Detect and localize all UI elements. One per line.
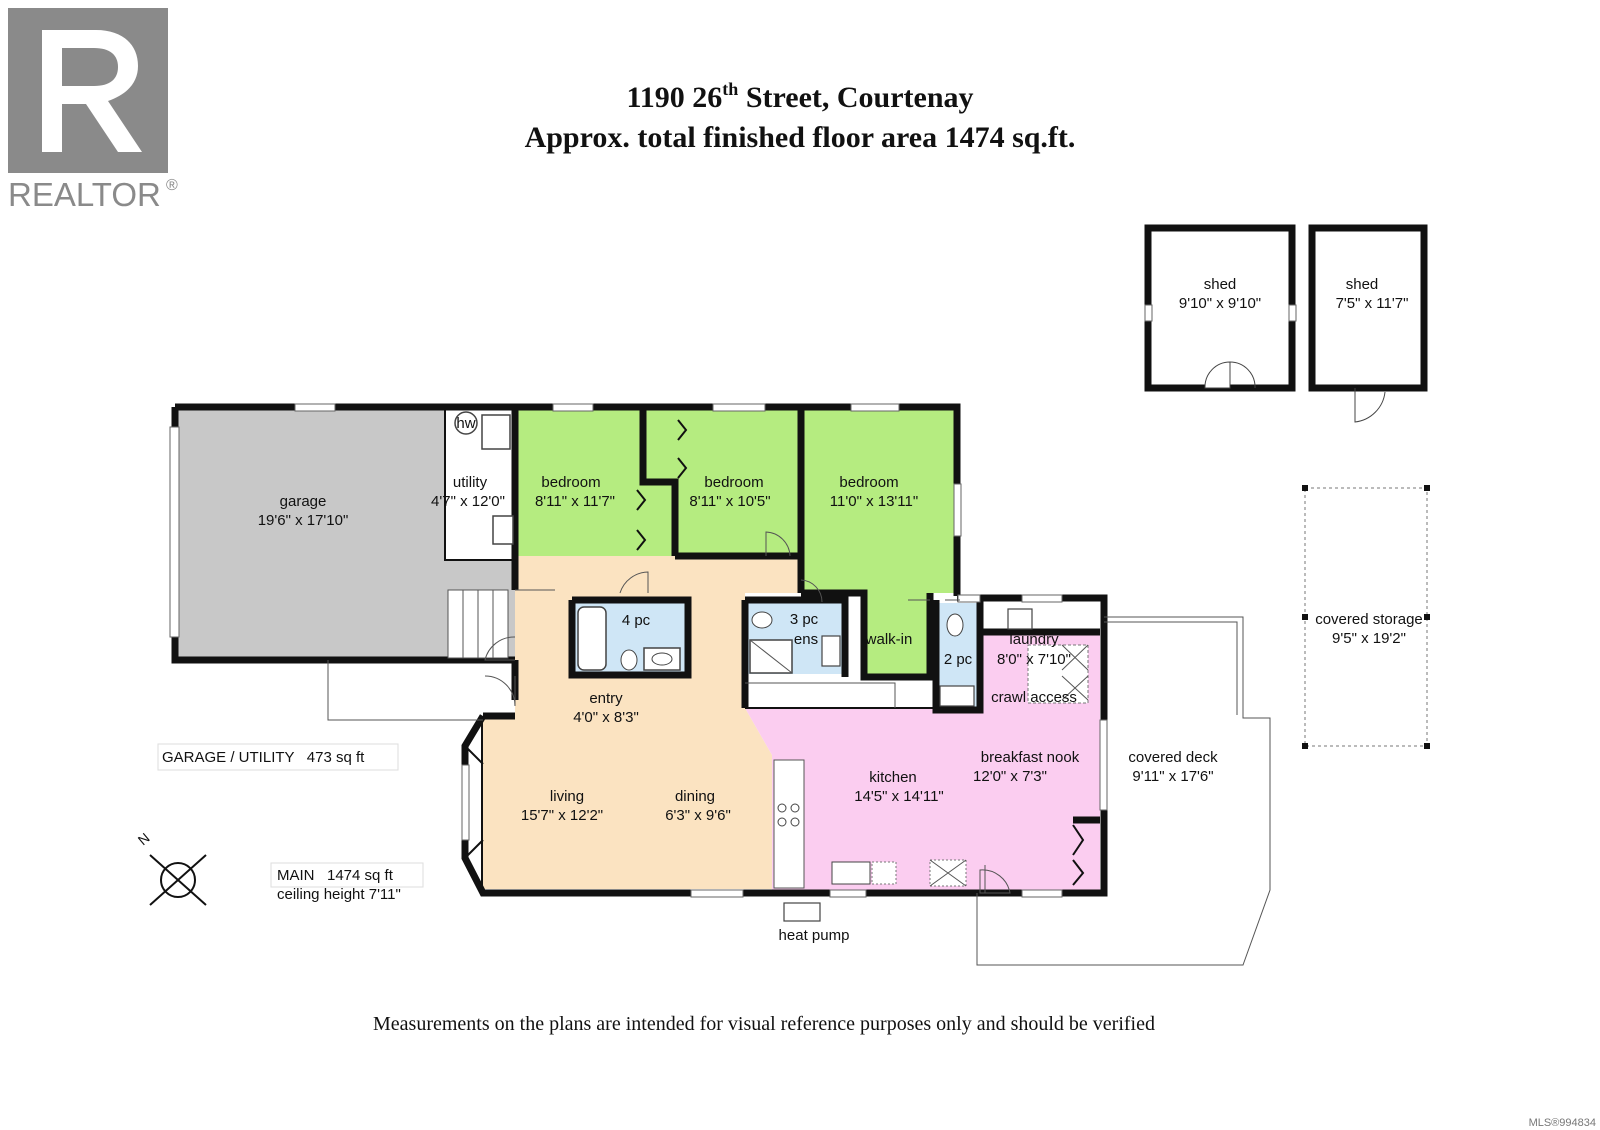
laundry-label: laundry [1009,631,1059,648]
storage-label: covered storage [1315,611,1423,628]
interior-walls [444,410,1100,824]
decks [327,616,1271,966]
deck-dims: 9'11" x 17'6" [1132,768,1213,785]
address-title: 1190 26th Street, Courtenay [626,79,973,114]
bedroom2-dims: 8'11" x 10'5" [689,493,770,510]
realtor-logo: REALTOR ® [8,8,178,213]
compass-icon: N [135,830,207,906]
crawl-access-label: crawl access [991,689,1077,706]
shed2-label: shed [1346,276,1379,293]
bedroom2-label: bedroom [704,474,763,491]
bedroom3-label: bedroom [839,474,898,491]
bedroom3-fill [801,410,957,593]
garage-summary-box [157,743,399,771]
storage-dims: 9'5" x 19'2" [1332,630,1406,647]
ceiling-height: ceiling height 7'11" [277,886,401,903]
heat-pump-label: heat pump [779,927,850,944]
dining-label: dining [675,788,715,805]
deck-label: covered deck [1128,749,1218,766]
bedroom1-dims: 8'11" x 11'7" [535,493,615,510]
doors [484,419,1085,894]
main-summary-box [270,862,424,888]
ensuite-label: ens [794,631,818,648]
bath3-label: 3 pc [790,611,819,628]
kitchen-label: kitchen [869,769,917,786]
living-label: living [550,788,584,805]
laundry-dims: 8'0" x 7'10" [997,651,1071,668]
utility-label: utility [453,474,488,491]
windows [169,403,1108,898]
entry-dims: 4'0" x 8'3" [573,709,639,726]
mls-number: MLS®994834 [1529,1117,1596,1129]
room-labels: garage 19'6" x 17'10" hw utility 4'7" x … [258,276,1423,944]
bedroom1-label: bedroom [541,474,600,491]
compass-north-label: N [135,830,153,849]
sheds [1144,224,1428,423]
kitchen-fill [745,708,1100,893]
garage-fill [178,410,515,657]
registered-mark: ® [166,177,178,194]
garage-steps [447,589,509,659]
shed2-dims: 7'5" x 11'7" [1336,295,1409,312]
bath4-label: 4 pc [622,612,651,629]
living-fill [483,556,801,889]
garage-utility-area: GARAGE / UTILITY 473 sq ft [162,749,365,766]
garage-label: garage [280,493,327,510]
covered-storage [1302,485,1430,749]
disclaimer: Measurements on the plans are intended f… [373,1013,1155,1035]
bedroom3-dims: 11'0" x 13'11" [830,493,918,510]
shed1-dims: 9'10" x 9'10" [1179,295,1261,312]
nook-dims: 12'0" x 7'3" [973,768,1047,785]
utility-fixtures [454,411,514,545]
entry-label: entry [589,690,623,707]
nook-label: breakfast nook [981,749,1080,766]
living-dims: 15'7" x 12'2" [521,807,603,824]
area-title: Approx. total finished floor area 1474 s… [525,121,1076,154]
garage-dims: 19'6" x 17'10" [258,512,349,529]
dining-dims: 6'3" x 9'6" [665,807,731,824]
shed1-label: shed [1204,276,1237,293]
kitchen-fixtures [773,759,967,889]
bath2-label: 2 pc [944,651,973,668]
kitchen-dims: 14'5" x 14'11" [854,788,944,805]
utility-dims: 4'7" x 12'0" [431,493,505,510]
hw-label: hw [456,415,475,432]
bath-fixtures [577,606,1089,707]
walkin-fill [864,593,930,677]
walkin-label: walk-in [865,631,913,648]
realtor-wordmark: REALTOR [8,176,161,213]
main-area: MAIN 1474 sq ft [277,867,394,884]
